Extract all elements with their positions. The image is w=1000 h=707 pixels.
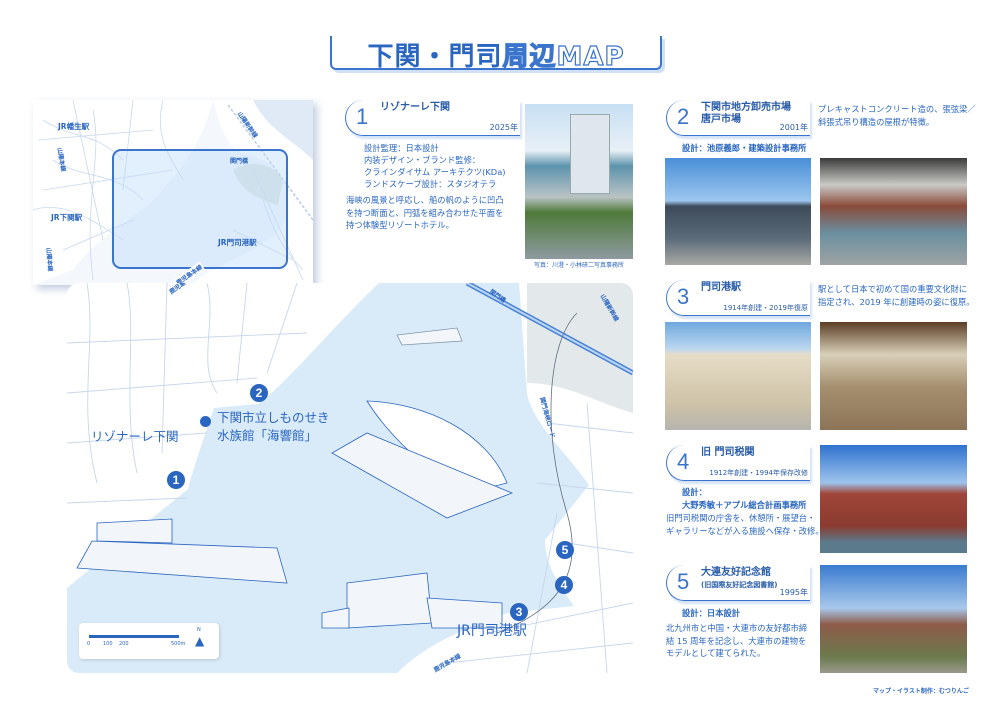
photo-rizonare bbox=[525, 104, 633, 259]
entry-desc: 持つ体験型リゾートホテル。 bbox=[346, 220, 454, 230]
scale-tick: 100 bbox=[103, 641, 113, 647]
entry-number: 4 bbox=[677, 449, 690, 474]
entry-credit: 大野秀敏＋アプル総合計画事務所 bbox=[682, 499, 807, 510]
label-aquarium-2: 水族館「海響館」 bbox=[217, 428, 318, 443]
inset-label-kanmon-bridge: 関門橋 bbox=[230, 158, 249, 165]
entry-subtitle: (旧国際友好記念図書館) bbox=[701, 581, 778, 589]
entry-desc: 旧門司税関の庁舎を、休憩所・展望台・ bbox=[666, 513, 816, 523]
entry-desc: 海峡の風景と呼応し、船の帆のように凹凸 bbox=[346, 195, 504, 205]
label-rizonare: リゾナーレ下関 bbox=[91, 429, 179, 444]
entry-credit: 設計監理：日本設計 bbox=[364, 143, 439, 153]
entry-desc: 指定され、2019 年に創建時の姿に復原。 bbox=[818, 296, 975, 307]
ferry-illustration bbox=[396, 327, 463, 346]
scale-bar: 0 100 200 500m N ▲ bbox=[79, 623, 219, 659]
photo-station-exterior bbox=[665, 322, 811, 430]
entry-desc: 北九州市と中国・大連市の友好都市締 bbox=[666, 623, 808, 633]
north-arrow-icon: N bbox=[197, 627, 201, 633]
north-arrow-icon: ▲ bbox=[195, 634, 205, 648]
map-pin-1[interactable]: 1 bbox=[167, 471, 185, 489]
entry-2-header: 2 下関市地方卸売市場唐戸市場 2001年 bbox=[666, 100, 810, 136]
entry-number: 3 bbox=[677, 284, 690, 309]
aquarium-dot bbox=[200, 416, 211, 427]
main-map-graphic bbox=[67, 283, 633, 673]
scale-tick: 500m bbox=[171, 641, 186, 647]
aquarium-illustration bbox=[331, 400, 514, 519]
entry-number: 1 bbox=[356, 104, 369, 129]
station-illustration bbox=[321, 572, 503, 629]
photo-dalian-memorial bbox=[820, 565, 967, 673]
entry-year: 1914年創建・2019年復原 bbox=[723, 304, 808, 312]
label-aquarium: 下関市立しものせき bbox=[217, 410, 330, 425]
photo-station-interior bbox=[820, 322, 967, 430]
entry-title-line: 大連友好記念館 bbox=[701, 567, 771, 578]
inset-label-mojiko: JR門司港駅 bbox=[218, 238, 257, 247]
entry-title: 旧 門司税関 bbox=[701, 447, 755, 458]
entry-desc: 駅として日本で初めて国の重要文化財に bbox=[818, 284, 968, 294]
label-mojiko-station: JR門司港駅 bbox=[457, 623, 527, 639]
map-pin-5[interactable]: 5 bbox=[556, 541, 574, 559]
page-title: 下関・門司周辺MAP bbox=[330, 36, 662, 73]
entry-number: 2 bbox=[677, 104, 690, 129]
entry-desc: を持つ断面と、円弧を組み合わせた平面を bbox=[346, 207, 504, 218]
entry-4-header: 4 旧 門司税関 1912年創建・1994年保存改修 bbox=[666, 445, 810, 481]
entry-1-header: 1 リゾナーレ下関 2025年 bbox=[345, 100, 520, 136]
entry-title: 門司港駅 bbox=[701, 282, 741, 293]
photo-market-exterior bbox=[665, 158, 811, 265]
entry-credit: 内装デザイン・ブランド監修： bbox=[364, 155, 481, 165]
entry-title: 下関市地方卸売市場唐戸市場 bbox=[701, 102, 791, 126]
inset-label-shimonoseki: JR下関駅 bbox=[51, 213, 83, 222]
footer-credit: マップ・イラスト制作：むつりんご bbox=[873, 688, 969, 695]
photo-market-interior bbox=[820, 158, 967, 265]
main-map: 鹿児島本線 関門橋 山陽新幹線 関門海峡ロード 鹿児島本線 リゾナーレ下関 下関… bbox=[67, 283, 633, 673]
title-map: 周辺MAP bbox=[502, 41, 625, 72]
entry-desc: 結 15 周年を記念し、大連市の建物を bbox=[666, 635, 807, 646]
entry-credit: ランドスケープ設計：スタジオテラ bbox=[364, 179, 497, 189]
inset-label-hatabu: JR幡生駅 bbox=[58, 122, 90, 131]
entry-3-header: 3 門司港駅 1914年創建・2019年復原 bbox=[666, 280, 810, 316]
entry-desc: モデルとして建てられた。 bbox=[666, 648, 766, 658]
inset-map: JR幡生駅 JR下関駅 関門橋 JR門司港駅 山陽本線 山陽新幹線 山陽本線 鹿… bbox=[33, 100, 313, 285]
entry-credit: 設計： bbox=[682, 487, 707, 497]
map-pin-2[interactable]: 2 bbox=[250, 384, 268, 402]
entry-credit: クラインダイサム アーキテクツ(KDa) bbox=[364, 167, 506, 177]
title-place: 下関・門司 bbox=[367, 42, 503, 72]
entry-year: 2025年 bbox=[489, 123, 518, 132]
entry-credit: 設計：池原義郎・建築設計事務所 bbox=[682, 143, 807, 153]
entry-desc: プレキャストコンクリート造の、張弦梁／ bbox=[818, 104, 976, 114]
entry-year: 1995年 bbox=[779, 588, 808, 597]
entry-desc: ギャラリーなどが入る施設へ保存・改修。 bbox=[666, 525, 824, 536]
entry-title-line: 下関市地方卸売市場 bbox=[701, 102, 791, 113]
scale-tick: 200 bbox=[119, 641, 129, 647]
entry-desc: 斜張式吊り構造の屋根が特徴。 bbox=[818, 116, 935, 127]
entry-title: リゾナーレ下関 bbox=[380, 102, 450, 113]
photo-customs-house bbox=[820, 445, 967, 553]
hotel-illustration bbox=[76, 518, 288, 584]
entry-title-line: 唐戸市場 bbox=[701, 114, 741, 125]
entry-year: 1912年創建・1994年保存改修 bbox=[709, 469, 808, 477]
inset-map-graphic bbox=[33, 100, 313, 285]
entry-5-header: 5 大連友好記念館 (旧国際友好記念図書館) 1995年 bbox=[666, 565, 810, 601]
entry-credit: 設計：日本設計 bbox=[682, 608, 741, 618]
entry-year: 2001年 bbox=[779, 123, 808, 132]
scale-tick: 0 bbox=[87, 641, 91, 647]
entry-number: 5 bbox=[677, 569, 690, 594]
entry-title: 大連友好記念館 (旧国際友好記念図書館) bbox=[701, 567, 777, 591]
map-pin-3[interactable]: 3 bbox=[510, 603, 528, 621]
map-pin-4[interactable]: 4 bbox=[555, 576, 573, 594]
photo-credit: 写真：川澄・小林研二写真事務所 bbox=[534, 262, 625, 269]
